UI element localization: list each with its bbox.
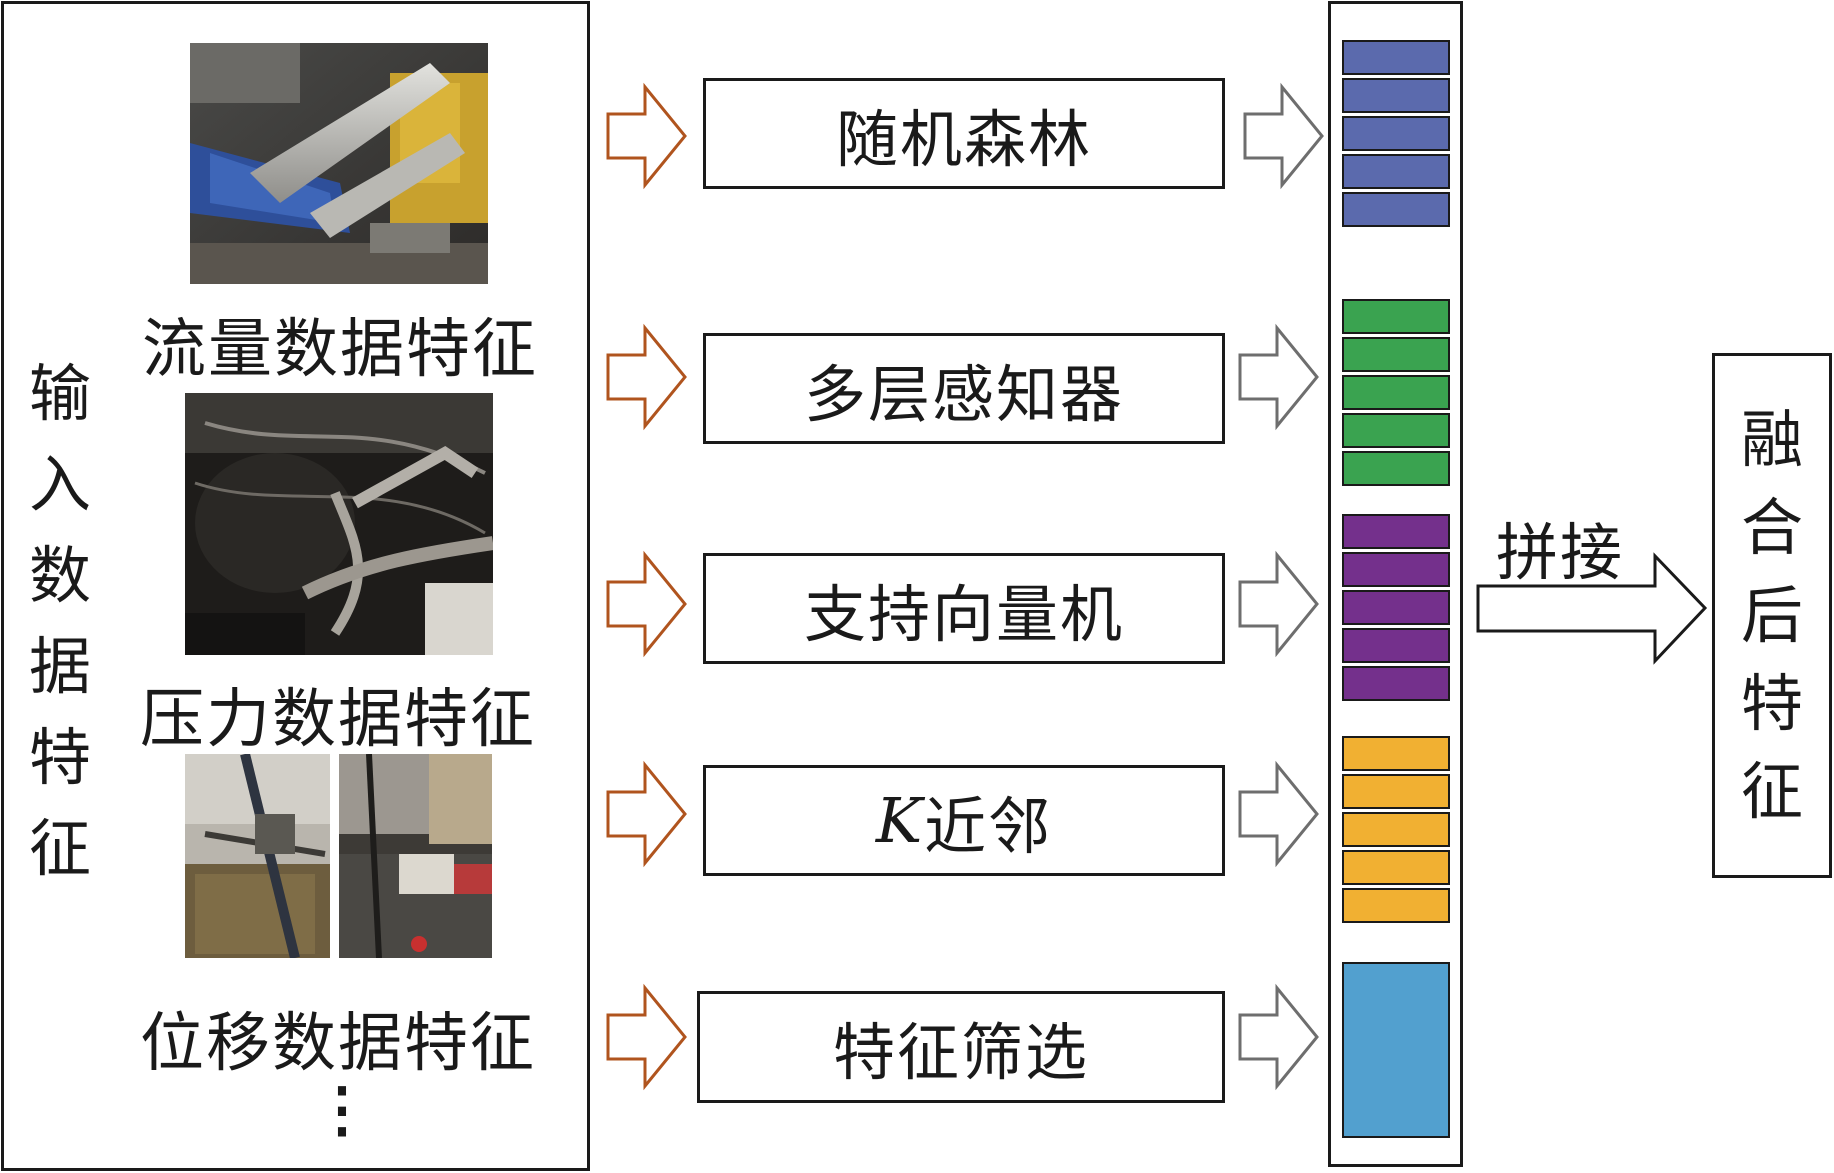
input-title-char: 数 xyxy=(28,539,91,612)
displacement-feature-label: 位移数据特征 xyxy=(140,1007,536,1081)
pressure-sensor-photo xyxy=(185,393,493,655)
model-label: 支持向量机 xyxy=(803,577,1124,651)
concat-label: 拼接 xyxy=(1496,516,1625,589)
model-svm: 支持向量机 xyxy=(703,553,1225,664)
flow-sensor-photo xyxy=(190,43,488,284)
more-features-ellipsis: ⋮ xyxy=(312,1075,372,1145)
output-title-char: 合 xyxy=(1740,491,1803,564)
feature-cell xyxy=(1342,736,1450,771)
feature-cell xyxy=(1342,116,1450,151)
model-arrow-icon xyxy=(1238,82,1324,1091)
feature-cell xyxy=(1342,888,1450,923)
input-features-title: 输 入 数 据 特 征 xyxy=(20,348,100,894)
feature-cell xyxy=(1342,413,1450,448)
model-label: 近邻 xyxy=(924,789,1053,863)
feature-cell xyxy=(1342,552,1450,587)
feature-cell xyxy=(1342,192,1450,227)
model-label: 多层感知器 xyxy=(803,357,1124,431)
input-arrow-icon xyxy=(606,82,687,1091)
pressure-feature-label: 压力数据特征 xyxy=(140,683,536,757)
output-title-char: 融 xyxy=(1740,403,1803,476)
displacement-sensor-photo-right xyxy=(339,754,492,958)
model-label-k: K xyxy=(875,784,925,857)
model-random-forest: 随机森林 xyxy=(703,78,1225,189)
model-feature-selection: 特征筛选 xyxy=(697,991,1225,1103)
feature-cell xyxy=(1342,514,1450,549)
feature-block xyxy=(1342,962,1450,1138)
feature-cell xyxy=(1342,666,1450,701)
model-mlp: 多层感知器 xyxy=(703,333,1225,444)
feature-cell xyxy=(1342,590,1450,625)
input-title-char: 入 xyxy=(28,448,91,521)
feature-cell xyxy=(1342,299,1450,334)
feature-cell xyxy=(1342,375,1450,410)
feature-cell xyxy=(1342,850,1450,885)
input-title-char: 输 xyxy=(28,357,91,430)
feature-cell xyxy=(1342,78,1450,113)
feature-cell xyxy=(1342,812,1450,847)
flow-feature-label: 流量数据特征 xyxy=(142,313,538,387)
displacement-sensor-photo-left xyxy=(185,754,330,958)
output-title-char: 征 xyxy=(1740,755,1803,828)
fused-features-title: 融 合 后 特 征 xyxy=(1732,396,1812,836)
output-title-char: 后 xyxy=(1740,579,1803,652)
concat-arrow-icon xyxy=(1476,552,1708,665)
feature-cell xyxy=(1342,628,1450,663)
model-label: 特征筛选 xyxy=(832,1016,1089,1089)
feature-cell xyxy=(1342,337,1450,372)
feature-cell xyxy=(1342,154,1450,189)
feature-cell xyxy=(1342,40,1450,75)
feature-cell xyxy=(1342,451,1450,486)
model-label: 随机森林 xyxy=(835,102,1092,176)
fused-features-box xyxy=(1712,353,1832,878)
input-title-char: 据 xyxy=(28,630,91,703)
output-title-char: 特 xyxy=(1740,667,1803,740)
input-title-char: 征 xyxy=(28,812,91,885)
input-title-char: 特 xyxy=(28,721,91,794)
feature-cell xyxy=(1342,774,1450,809)
